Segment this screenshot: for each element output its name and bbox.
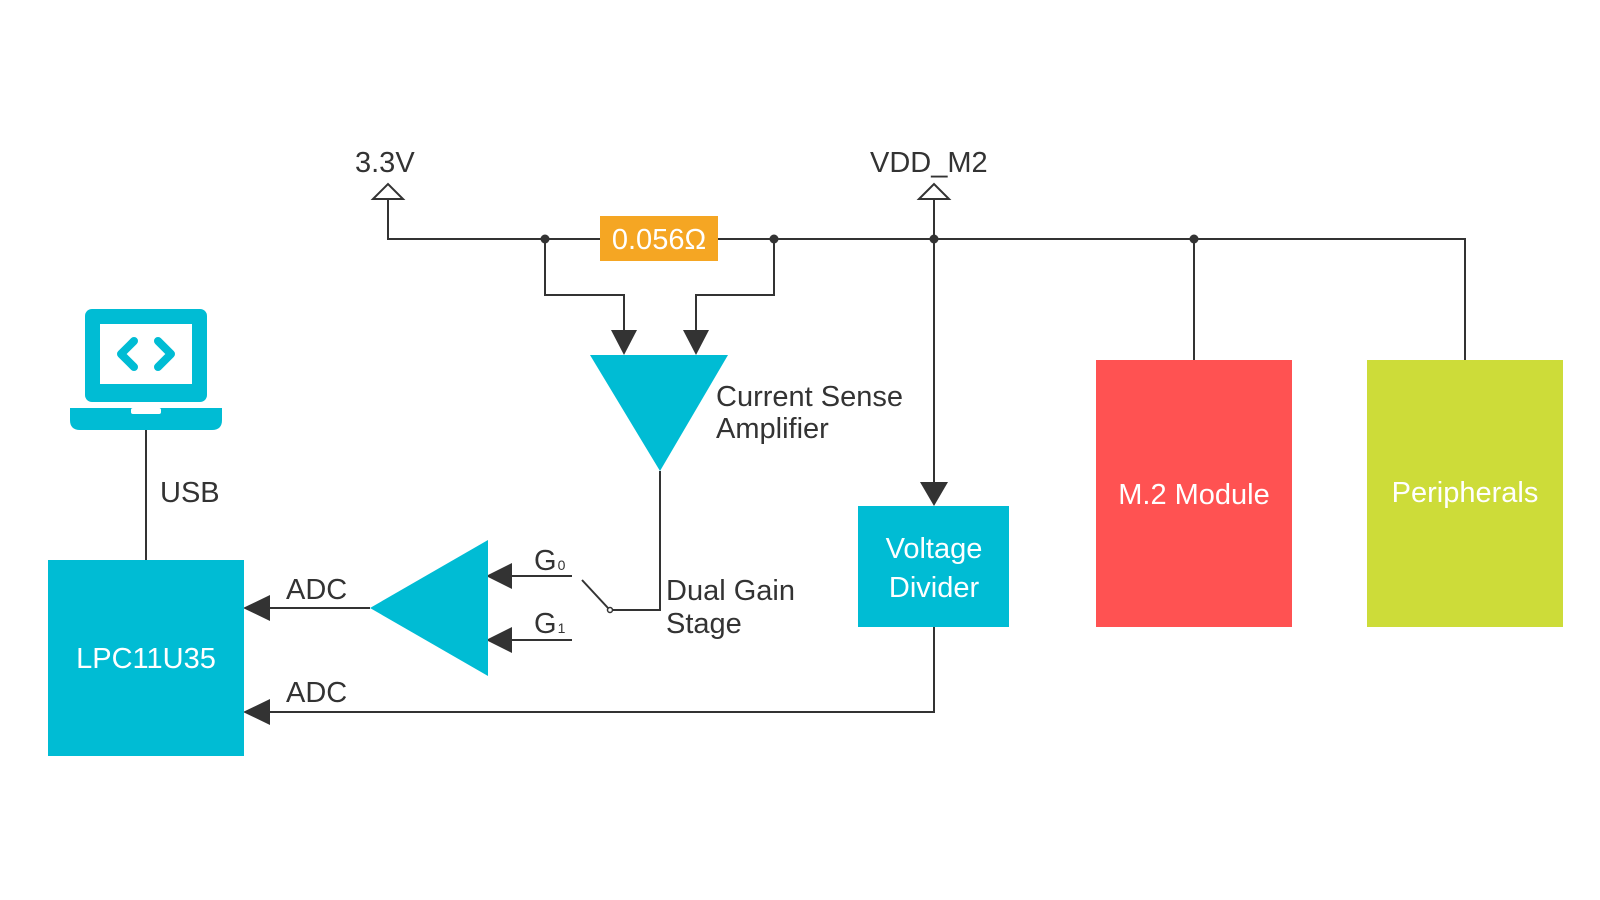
arrow-down xyxy=(683,330,709,355)
adc1-label: ADC xyxy=(286,574,347,606)
peripherals-label: Peripherals xyxy=(1392,477,1539,509)
wires xyxy=(145,197,1466,713)
adc2-wire xyxy=(266,627,935,713)
sense-neg-wire xyxy=(544,239,625,330)
arrow-left xyxy=(243,595,270,621)
junctions xyxy=(540,234,1199,614)
amp-out-wire xyxy=(611,471,661,611)
arrow-left xyxy=(243,699,270,725)
adc2-label: ADC xyxy=(286,677,347,709)
peripherals-block xyxy=(1367,360,1563,627)
m2-module-label: M.2 Module xyxy=(1118,479,1270,511)
usb-label: USB xyxy=(160,477,220,509)
arrow-left xyxy=(486,563,512,589)
junction-dot xyxy=(929,234,939,244)
supply-rail-wire xyxy=(387,197,600,240)
gain-stage-label-line2: Stage xyxy=(666,608,742,640)
m2-module-block xyxy=(1096,360,1292,627)
shunt-resistor-label: 0.056Ω xyxy=(612,224,706,256)
vdd-rail-symbol xyxy=(916,182,952,200)
vdd-rail-label: VDD_M2 xyxy=(870,147,988,179)
arrow-left xyxy=(486,627,512,653)
g0-label: G0 xyxy=(534,545,566,577)
junction-dot xyxy=(769,234,779,244)
mcu-block xyxy=(48,560,244,756)
junction-dot xyxy=(1189,234,1199,244)
divider-label-line1: Voltage xyxy=(886,533,983,565)
arrow-down xyxy=(611,330,637,355)
supply-rail-symbol xyxy=(370,182,406,200)
sense-pos-wire xyxy=(695,239,775,330)
voltage-divider-block xyxy=(858,506,1009,627)
g1-label: G1 xyxy=(534,608,566,640)
divider-label-line2: Divider xyxy=(889,572,980,604)
arrow-down xyxy=(920,482,948,506)
shunt-resistor xyxy=(600,216,718,261)
switch-pivot xyxy=(606,606,614,614)
gain-stage-label-line1: Dual Gain xyxy=(666,575,795,607)
current-sense-amplifier xyxy=(590,355,728,471)
gain-amplifier xyxy=(370,540,488,676)
arrowheads xyxy=(243,330,948,725)
junction-dot xyxy=(540,234,550,244)
supply-rail-label: 3.3V xyxy=(355,147,415,179)
main-rail-wire xyxy=(718,238,1466,360)
gain-switch-blade xyxy=(581,579,609,609)
laptop-code-icon xyxy=(70,309,222,430)
amplifier-label-line2: Amplifier xyxy=(716,413,829,445)
mcu-label: LPC11U35 xyxy=(76,643,216,675)
amplifier-label-line1: Current Sense xyxy=(716,381,903,413)
